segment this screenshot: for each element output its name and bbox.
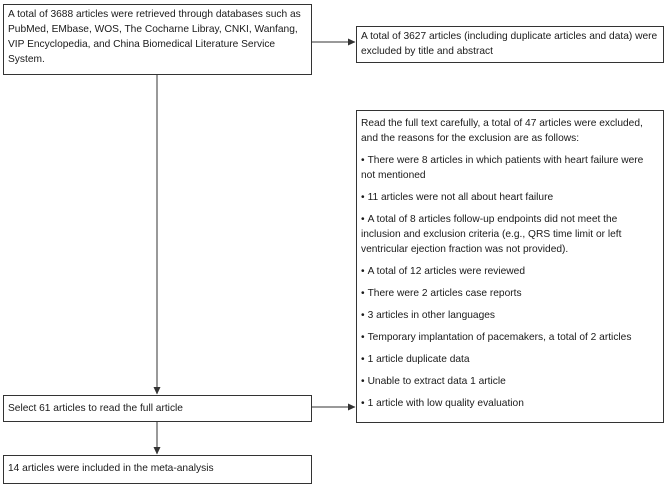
bullet-icon: • [361, 398, 365, 409]
bullet-icon: • [361, 354, 365, 365]
exclusion-reason: •There were 8 articles in which patients… [361, 153, 659, 183]
exclusion-reason: •A total of 8 articles follow-up endpoin… [361, 212, 659, 257]
exclusion-reason: •1 article duplicate data [361, 352, 659, 367]
exclusion-reason-list: •There were 8 articles in which patients… [361, 153, 659, 411]
bullet-icon: • [361, 192, 365, 203]
exclusion-reason-text: Temporary implantation of pacemakers, a … [367, 332, 632, 343]
exclusion-reason: •There were 2 articles case reports [361, 286, 659, 301]
fulltext-exclusion-box: Read the full text carefully, a total of… [356, 110, 664, 423]
exclusion-reason-text: Unable to extract data 1 article [367, 376, 506, 387]
search-results-box: A total of 3688 articles were retrieved … [3, 4, 312, 75]
exclusion-reason: •Unable to extract data 1 article [361, 374, 659, 389]
bullet-icon: • [361, 332, 365, 343]
included-studies-box: 14 articles were included in the meta-an… [3, 455, 312, 484]
bullet-icon: • [361, 376, 365, 387]
fulltext-exclusion-intro: Read the full text carefully, a total of… [361, 118, 643, 144]
exclusion-reason-text: 1 article duplicate data [367, 354, 470, 365]
title-abstract-exclusion-text: A total of 3627 articles (including dupl… [361, 31, 658, 57]
exclusion-reason-text: There were 2 articles case reports [367, 288, 522, 299]
exclusion-reason-text: A total of 8 articles follow-up endpoint… [361, 214, 622, 255]
bullet-icon: • [361, 266, 365, 277]
bullet-icon: • [361, 214, 365, 225]
exclusion-reason: •3 articles in other languages [361, 308, 659, 323]
exclusion-reason-text: A total of 12 articles were reviewed [367, 266, 525, 277]
fulltext-selection-box: Select 61 articles to read the full arti… [3, 395, 312, 422]
exclusion-reason-text: There were 8 articles in which patients … [361, 155, 644, 181]
bullet-icon: • [361, 288, 365, 299]
exclusion-reason-text: 3 articles in other languages [367, 310, 496, 321]
bullet-icon: • [361, 310, 365, 321]
bullet-icon: • [361, 155, 365, 166]
exclusion-reason: •1 article with low quality evaluation [361, 396, 659, 411]
title-abstract-exclusion-box: A total of 3627 articles (including dupl… [356, 26, 664, 63]
exclusion-reason: •11 articles were not all about heart fa… [361, 190, 659, 205]
exclusion-reason: •A total of 12 articles were reviewed [361, 264, 659, 279]
search-results-text: A total of 3688 articles were retrieved … [8, 9, 301, 65]
exclusion-reason: •Temporary implantation of pacemakers, a… [361, 330, 659, 345]
included-studies-text: 14 articles were included in the meta-an… [8, 463, 214, 474]
fulltext-selection-text: Select 61 articles to read the full arti… [8, 403, 183, 414]
exclusion-reason-text: 11 articles were not all about heart fai… [367, 192, 554, 203]
exclusion-reason-text: 1 article with low quality evaluation [367, 398, 524, 409]
